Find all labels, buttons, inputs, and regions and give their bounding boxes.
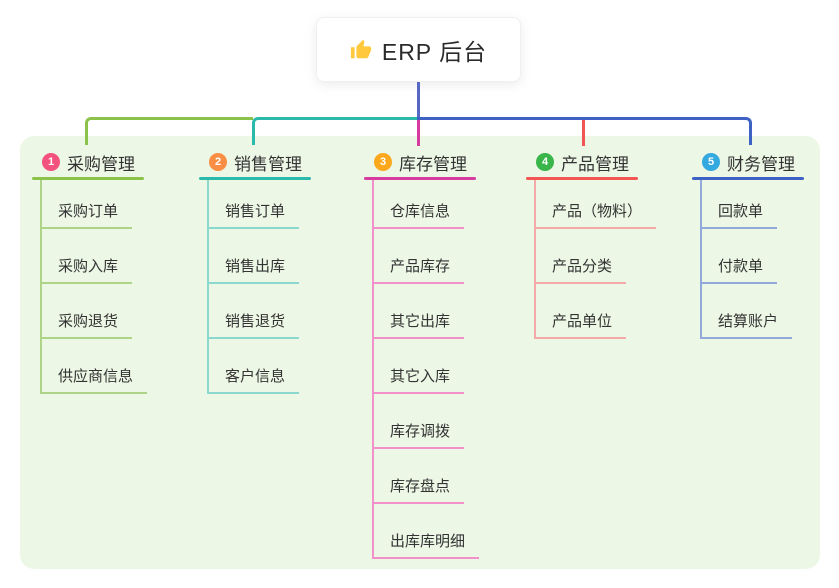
connector-branch-1 [85, 117, 253, 145]
child-node-label: 付款单 [718, 258, 764, 275]
child-node[interactable]: 结算账户 [702, 284, 793, 339]
child-node[interactable]: 销售退货 [209, 284, 300, 339]
branch-title-node[interactable]: 1 采购管理 [42, 150, 147, 174]
child-node[interactable]: 出库库明细 [374, 504, 480, 559]
branch-title-node[interactable]: 4 产品管理 [536, 150, 656, 174]
branch-underline [32, 177, 144, 180]
child-node[interactable]: 产品（物料） [536, 180, 657, 229]
branch-number-badge: 1 [42, 153, 60, 171]
child-node-label: 销售订单 [225, 203, 286, 220]
branch-title-label: 销售管理 [234, 154, 302, 174]
child-node-label: 销售出库 [225, 258, 286, 275]
connector-branch-2 [252, 117, 418, 145]
branch-1: 1 采购管理采购订单采购入库采购退货供应商信息 [32, 150, 148, 394]
branch-number-badge: 5 [702, 153, 720, 171]
child-node-label: 其它入库 [390, 368, 451, 385]
branch-underline [692, 177, 804, 180]
child-node[interactable]: 供应商信息 [42, 339, 148, 394]
branch-title-node[interactable]: 5 财务管理 [702, 150, 804, 174]
branch-underline [199, 177, 311, 180]
child-node-label: 回款单 [718, 203, 764, 220]
connector-branch-3 [417, 120, 420, 146]
child-node-label: 供应商信息 [58, 368, 134, 385]
child-node-label: 仓库信息 [390, 203, 451, 220]
child-node-label: 产品库存 [390, 258, 451, 275]
child-node[interactable]: 采购退货 [42, 284, 133, 339]
branches-panel [20, 136, 820, 569]
branch-number-badge: 2 [209, 153, 227, 171]
child-node[interactable]: 其它入库 [374, 339, 465, 394]
child-node-label: 产品单位 [552, 313, 613, 330]
child-node-label: 客户信息 [225, 368, 286, 385]
child-node-label: 库存盘点 [390, 478, 451, 495]
thumbs-up-icon [350, 39, 371, 58]
child-node[interactable]: 库存调拨 [374, 394, 465, 449]
branch-underline [526, 177, 638, 180]
child-node[interactable]: 销售订单 [209, 180, 300, 229]
child-node[interactable]: 产品库存 [374, 229, 465, 284]
child-node-label: 库存调拨 [390, 423, 451, 440]
root-node[interactable]: ERP 后台 [316, 17, 521, 82]
child-node[interactable]: 仓库信息 [374, 180, 465, 229]
connector-branch-5 [417, 117, 752, 145]
child-node[interactable]: 产品单位 [536, 284, 627, 339]
branch-number-badge: 4 [536, 153, 554, 171]
child-node[interactable]: 其它出库 [374, 284, 465, 339]
child-node-label: 销售退货 [225, 313, 286, 330]
child-node-label: 产品（物料） [552, 203, 643, 220]
branch-title-label: 库存管理 [399, 154, 467, 174]
child-node[interactable]: 采购入库 [42, 229, 133, 284]
branch-title-label: 财务管理 [727, 154, 795, 174]
branch-title-node[interactable]: 3 库存管理 [374, 150, 479, 174]
branch-children: 仓库信息产品库存其它出库其它入库库存调拨库存盘点出库库明细 [372, 180, 480, 559]
branch-3: 3 库存管理仓库信息产品库存其它出库其它入库库存调拨库存盘点出库库明细 [364, 150, 480, 559]
branch-number-badge: 3 [374, 153, 392, 171]
branch-4: 4 产品管理产品（物料） 产品分类产品单位 [526, 150, 657, 339]
child-node-label: 出库库明细 [390, 533, 466, 550]
branch-underline [364, 177, 476, 180]
root-node-label: ERP 后台 [381, 38, 488, 65]
child-node[interactable]: 产品分类 [536, 229, 627, 284]
branch-title-label: 采购管理 [67, 154, 135, 174]
child-node[interactable]: 客户信息 [209, 339, 300, 394]
child-node[interactable]: 库存盘点 [374, 449, 465, 504]
child-node-label: 采购入库 [58, 258, 119, 275]
child-node-label: 结算账户 [718, 313, 779, 330]
branch-5: 5 财务管理回款单付款单结算账户 [692, 150, 804, 339]
branch-2: 2 销售管理销售订单销售出库销售退货客户信息 [199, 150, 311, 394]
child-node-label: 产品分类 [552, 258, 613, 275]
branch-children: 销售订单销售出库销售退货客户信息 [207, 180, 311, 394]
child-node-label: 其它出库 [390, 313, 451, 330]
branch-children: 回款单付款单结算账户 [700, 180, 804, 339]
branch-children: 产品（物料） 产品分类产品单位 [534, 180, 657, 339]
branch-title-node[interactable]: 2 销售管理 [209, 150, 311, 174]
root-connector-line [417, 82, 420, 118]
child-node[interactable]: 付款单 [702, 229, 778, 284]
branch-children: 采购订单采购入库采购退货供应商信息 [40, 180, 148, 394]
child-node-label: 采购退货 [58, 313, 119, 330]
child-node[interactable]: 销售出库 [209, 229, 300, 284]
branch-title-label: 产品管理 [561, 154, 629, 174]
child-node-label: 采购订单 [58, 203, 119, 220]
child-node[interactable]: 回款单 [702, 180, 778, 229]
child-node[interactable]: 采购订单 [42, 180, 133, 229]
connector-branch-4 [582, 120, 585, 146]
